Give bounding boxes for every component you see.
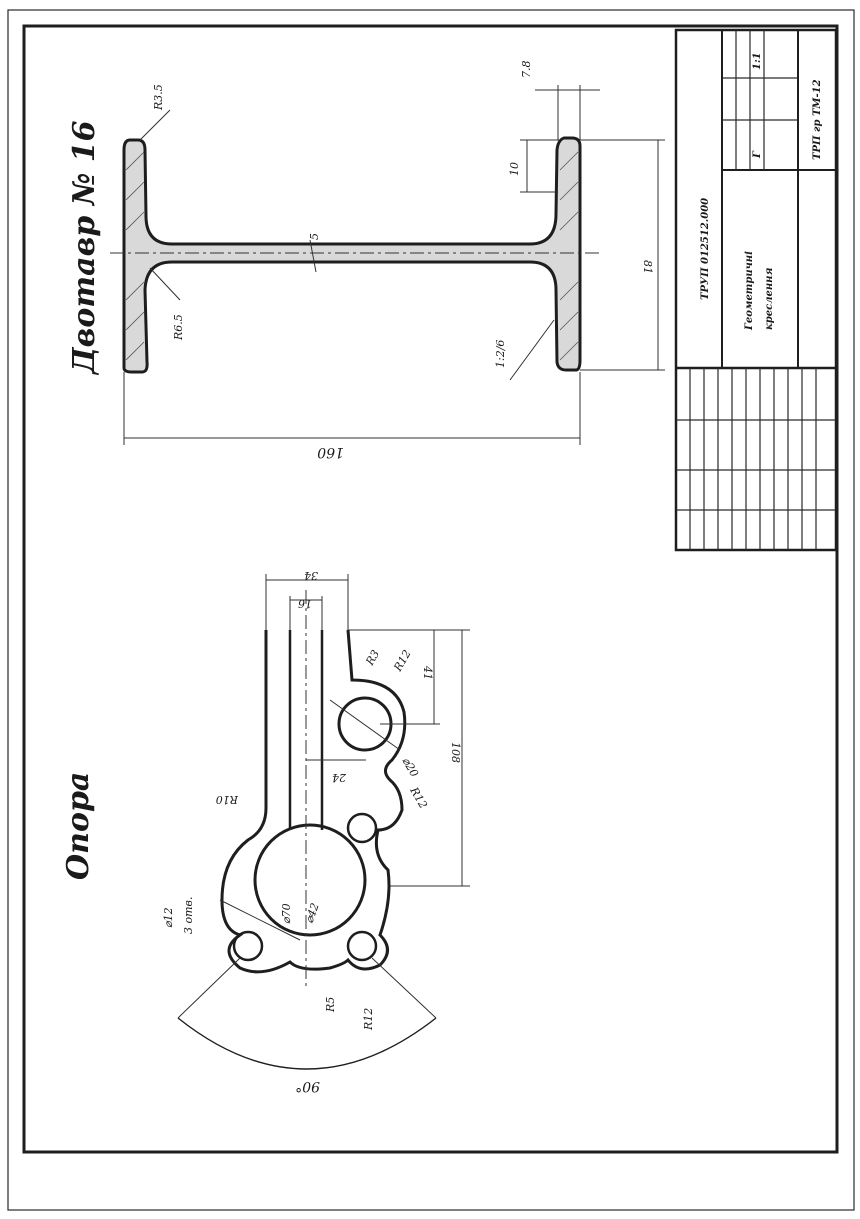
support-drawing [177,574,470,1070]
dim-160: 160 [317,444,344,460]
dim-d12: ⌀12 [162,907,175,928]
sheet-letter: Г [752,150,763,159]
scale: 1:1 [752,52,763,70]
left-hole [232,930,264,962]
dim-r12-top: R12 [391,648,414,675]
dim-r5: R5 [324,997,337,1013]
inner-frame [22,24,839,1154]
drawing-name-1: Геометричні [744,251,755,331]
support-title: Опора [61,772,96,880]
dim-r12-mid: R12 [407,784,430,811]
dim-108: 108 [449,742,462,763]
dim-90: 90° [295,1078,320,1094]
dim-d42: ⌀42 [303,901,322,925]
i-beam-profile [122,136,582,374]
dim-r12-bottom: R12 [362,1008,375,1031]
i-beam-drawing [110,85,665,445]
dim-holes: 3 отв. [182,897,195,934]
dim-r10: R10 [216,793,239,806]
dim-34: 34 [304,569,318,582]
dim-d20: ⌀20 [399,755,421,779]
i-beam-title: Двотавр № 16 [67,120,102,376]
title-block [674,28,838,552]
dim-10: 10 [508,162,521,176]
dim-r6-5: R6.5 [172,314,185,341]
doc-code: ТРУП 012512.000 [700,198,711,300]
bore-circle [253,823,367,937]
group-code: ТРП гр ТМ-12 [812,79,823,160]
dim-r3: R3 [363,648,382,669]
outer-frame [7,9,855,1211]
dim-slope: 1:2/6 [494,340,507,368]
dim-d70: ⌀70 [280,903,293,924]
dim-16: 16 [298,597,312,610]
dim-7-8: 7.8 [520,61,533,79]
dim-81: 81 [641,260,654,274]
right-hole [346,930,378,962]
dim-r3-5: R3.5 [152,84,165,111]
drawing-name-2: креслення [764,268,775,330]
dim-24: 24 [332,771,347,784]
dim-41: 41 [421,665,434,680]
mid-hole [346,812,378,844]
dim-5: 5 [308,233,321,240]
